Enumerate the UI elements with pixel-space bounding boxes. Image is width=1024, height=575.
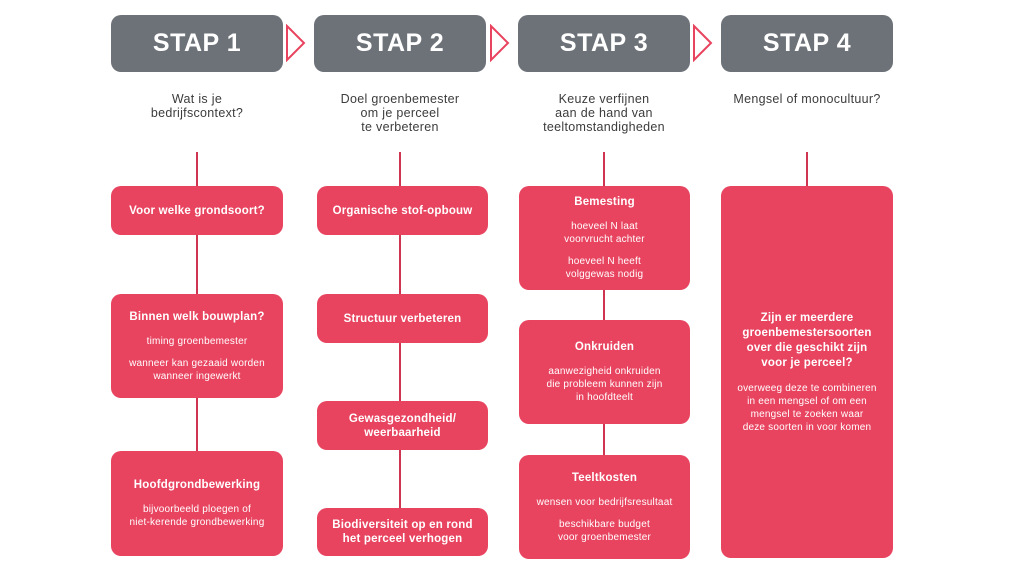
- arrow-icon: [490, 24, 510, 62]
- box-title: Hoofdgrondbewerking: [133, 479, 261, 491]
- box-subtext: timing groenbemester: [146, 335, 248, 347]
- box-title: Gewasgezondheid/weerbaarheid: [348, 412, 457, 439]
- box-organische-stof: Organische stof-opbouw: [317, 186, 488, 235]
- step-1-header: STAP 1: [111, 15, 283, 72]
- box-bouwplan: Binnen welk bouwplan? timing groenbemest…: [111, 294, 283, 398]
- box-hoofdgrondbewerking: Hoofdgrondbewerking bijvoorbeeld ploegen…: [111, 451, 283, 556]
- box-structuur: Structuur verbeteren: [317, 294, 488, 343]
- arrow-icon: [286, 24, 306, 62]
- box-title: Onkruiden: [574, 341, 635, 353]
- box-title: Bemesting: [574, 196, 635, 208]
- box-title: Binnen welk bouwplan?: [129, 310, 265, 323]
- arrow-icon: [693, 24, 713, 62]
- box-title: Teeltkosten: [571, 471, 638, 484]
- box-teeltkosten: Teeltkosten wensen voor bedrijfsresultaa…: [519, 455, 690, 559]
- box-title: Organische stof-opbouw: [332, 204, 473, 217]
- connector-line-col2: [399, 152, 401, 547]
- box-subtext: wensen voor bedrijfsresultaat: [536, 496, 673, 508]
- step-4-description: Mengsel of monocultuur?: [733, 92, 881, 106]
- step-2-header: STAP 2: [314, 15, 486, 72]
- box-title: Structuur verbeteren: [343, 312, 462, 325]
- box-gewasgezondheid: Gewasgezondheid/weerbaarheid: [317, 401, 488, 450]
- box-title: Voor welke grondsoort?: [129, 204, 265, 217]
- step-4-header: STAP 4: [721, 15, 893, 72]
- box-grondsoort: Voor welke grondsoort?: [111, 186, 283, 235]
- step-3-header: STAP 3: [518, 15, 690, 72]
- connector-line-col4: [806, 152, 808, 192]
